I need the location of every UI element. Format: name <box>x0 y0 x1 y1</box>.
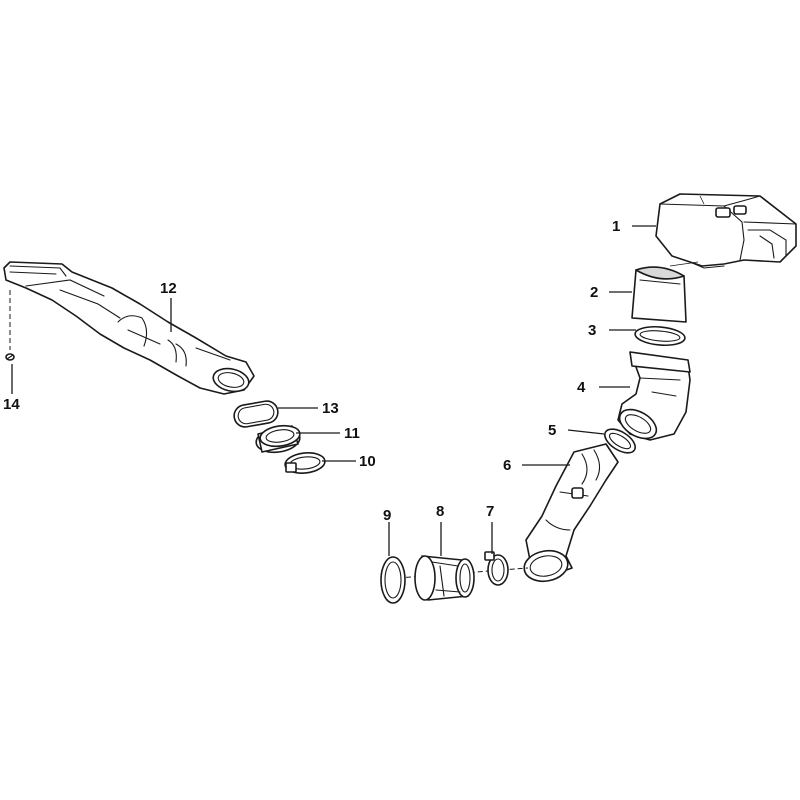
callout-3: 3 <box>588 322 596 339</box>
callout-4: 4 <box>577 379 586 396</box>
callout-6: 6 <box>503 457 511 474</box>
part-1-air-box <box>655 193 797 269</box>
part-5-clamp <box>604 428 636 454</box>
part-9-ring <box>380 556 406 604</box>
callout-10: 10 <box>359 453 376 470</box>
part-3-gasket <box>634 325 686 347</box>
callout-12: 12 <box>160 280 177 297</box>
callout-14: 14 <box>3 396 20 413</box>
part-7-clamp <box>484 551 509 586</box>
part-6-hose <box>523 443 619 583</box>
part-12-intake-duct <box>3 261 255 395</box>
callout-5: 5 <box>548 422 556 439</box>
callout-13: 13 <box>322 400 339 417</box>
callout-1: 1 <box>612 218 620 235</box>
part-11-coupler <box>255 424 301 454</box>
callout-11: 11 <box>344 425 360 442</box>
part-13-gasket <box>233 400 279 428</box>
part-4-elbow <box>617 351 691 441</box>
part-10-clamp <box>284 452 326 474</box>
leader-lines <box>11 225 656 556</box>
part-2-sleeve <box>631 261 699 323</box>
part-14-fastener <box>5 290 15 361</box>
callout-2: 2 <box>590 284 598 301</box>
callout-9: 9 <box>383 507 391 524</box>
part-8-adapter <box>414 555 475 601</box>
callout-7: 7 <box>486 503 494 520</box>
callout-8: 8 <box>436 503 444 520</box>
